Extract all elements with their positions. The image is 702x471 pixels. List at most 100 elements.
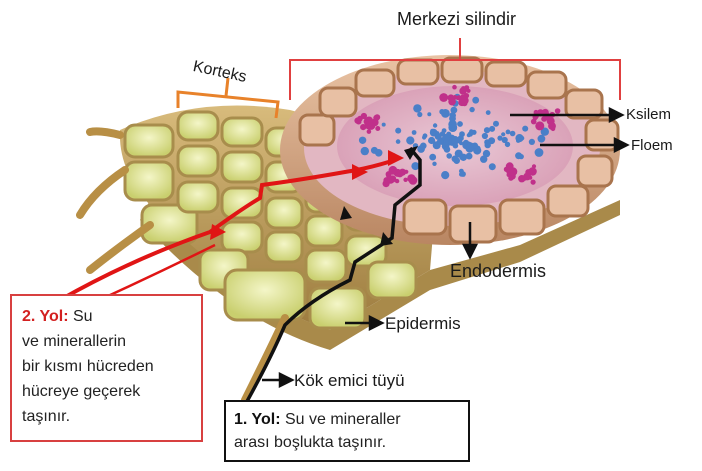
xylem-cell xyxy=(501,132,505,136)
xylem-cell xyxy=(433,123,437,127)
phloem-cell xyxy=(367,121,372,126)
xylem-cell xyxy=(486,110,491,115)
xylem-cell xyxy=(469,107,474,112)
xylem-cell xyxy=(529,139,535,145)
xylem-cell xyxy=(375,149,383,157)
xylem-cell xyxy=(489,126,495,132)
phloem-cell xyxy=(389,166,398,175)
phloem-cell xyxy=(535,121,544,130)
xylem-cell xyxy=(430,129,434,133)
xylem-cell xyxy=(429,154,436,161)
cortex-cell xyxy=(266,198,302,228)
xylem-cell xyxy=(522,126,528,132)
xylem-cell xyxy=(396,139,401,144)
phloem-cell xyxy=(508,175,513,180)
path2-line5: taşınır. xyxy=(22,404,191,429)
xylem-cell xyxy=(484,127,490,133)
phloem-cell xyxy=(531,119,537,125)
phloem-cell xyxy=(548,120,552,124)
phloem-cell xyxy=(367,129,372,134)
xylem-cell xyxy=(460,171,466,177)
phloem-cell xyxy=(448,98,456,106)
cortex-cell xyxy=(306,250,346,282)
cortex-cell xyxy=(222,188,262,218)
xylem-cell xyxy=(417,112,422,117)
xylem-cell xyxy=(417,145,425,153)
epidermis-cell xyxy=(368,262,416,298)
xylem-cell xyxy=(483,150,490,157)
xylem-cell xyxy=(422,135,426,139)
label-kok-emici-tuyu: Kök emici tüyü xyxy=(294,371,405,391)
xylem-cell xyxy=(482,133,488,139)
xylem-cell xyxy=(427,112,431,116)
xylem-cell xyxy=(432,162,436,166)
xylem-cell xyxy=(472,97,479,104)
cortex-cell xyxy=(222,118,262,146)
xylem-cell xyxy=(510,131,516,137)
cortex-cell xyxy=(125,125,173,157)
path1-line1: Su ve mineraller xyxy=(281,411,401,428)
xylem-cell xyxy=(382,123,386,127)
xylem-cell xyxy=(440,131,445,136)
xylem-cell xyxy=(441,171,449,179)
cortex-cell xyxy=(125,162,173,200)
xylem-cell xyxy=(535,148,544,157)
xylem-cell xyxy=(412,130,417,135)
path2-line1: Su xyxy=(69,308,93,325)
phloem-cell xyxy=(399,169,406,176)
cortex-cell xyxy=(178,182,218,212)
xylem-cell xyxy=(489,163,496,170)
phloem-cell xyxy=(360,124,366,130)
xylem-cell xyxy=(468,131,473,136)
xylem-cell xyxy=(444,146,451,153)
phloem-cell xyxy=(395,179,399,183)
xylem-cell xyxy=(493,121,499,127)
path2-line2: ve minerallerin xyxy=(22,329,191,354)
path2-info-box: 2. Yol: Su ve minerallerin bir kısmı hüc… xyxy=(10,294,203,442)
path1-info-box: 1. Yol: Su ve mineraller arası boşlukta … xyxy=(224,400,470,462)
phloem-cell xyxy=(525,169,531,175)
phloem-cell xyxy=(555,108,561,114)
xylem-cell xyxy=(453,143,459,149)
xylem-cell xyxy=(395,128,401,134)
central-cylinder xyxy=(280,55,620,245)
xylem-cell xyxy=(428,137,435,144)
cortex-cell xyxy=(222,152,262,182)
xylem-cell xyxy=(411,162,419,170)
xylem-cell xyxy=(406,136,414,144)
path2-title: 2. Yol: xyxy=(22,308,69,325)
label-epidermis: Epidermis xyxy=(385,314,461,334)
path2-line4: hücreye geçerek xyxy=(22,379,191,404)
xylem-cell xyxy=(538,135,546,143)
xylem-cell xyxy=(441,109,450,118)
cortex-cell xyxy=(222,222,262,252)
xylem-cell xyxy=(472,143,478,149)
root-hair xyxy=(90,131,120,135)
phloem-cell xyxy=(541,116,547,122)
xylem-cell xyxy=(519,154,524,159)
xylem-cell xyxy=(502,137,508,143)
phloem-cell xyxy=(361,113,367,119)
xylem-cell xyxy=(446,153,452,159)
cortex-cell xyxy=(178,112,218,140)
epidermis-cell xyxy=(225,270,305,320)
phloem-cell xyxy=(383,180,390,187)
phloem-cell xyxy=(551,127,556,132)
xylem-cell xyxy=(361,147,369,155)
xylem-cell xyxy=(413,104,421,112)
phloem-cell xyxy=(452,85,457,90)
label-ksilem: Ksilem xyxy=(626,106,671,123)
phloem-cell xyxy=(374,114,380,120)
phloem-cell xyxy=(403,178,407,182)
phloem-cell xyxy=(531,180,536,185)
phloem-cell xyxy=(461,97,469,105)
path1-title: 1. Yol: xyxy=(234,411,281,428)
label-merkezi-silindir: Merkezi silindir xyxy=(397,9,516,30)
phloem-cell xyxy=(439,93,448,102)
xylem-cell xyxy=(449,112,456,119)
xylem-cell xyxy=(459,156,463,160)
xylem-cell xyxy=(359,137,366,144)
root-hair xyxy=(80,170,125,215)
phloem-cell xyxy=(509,167,518,176)
